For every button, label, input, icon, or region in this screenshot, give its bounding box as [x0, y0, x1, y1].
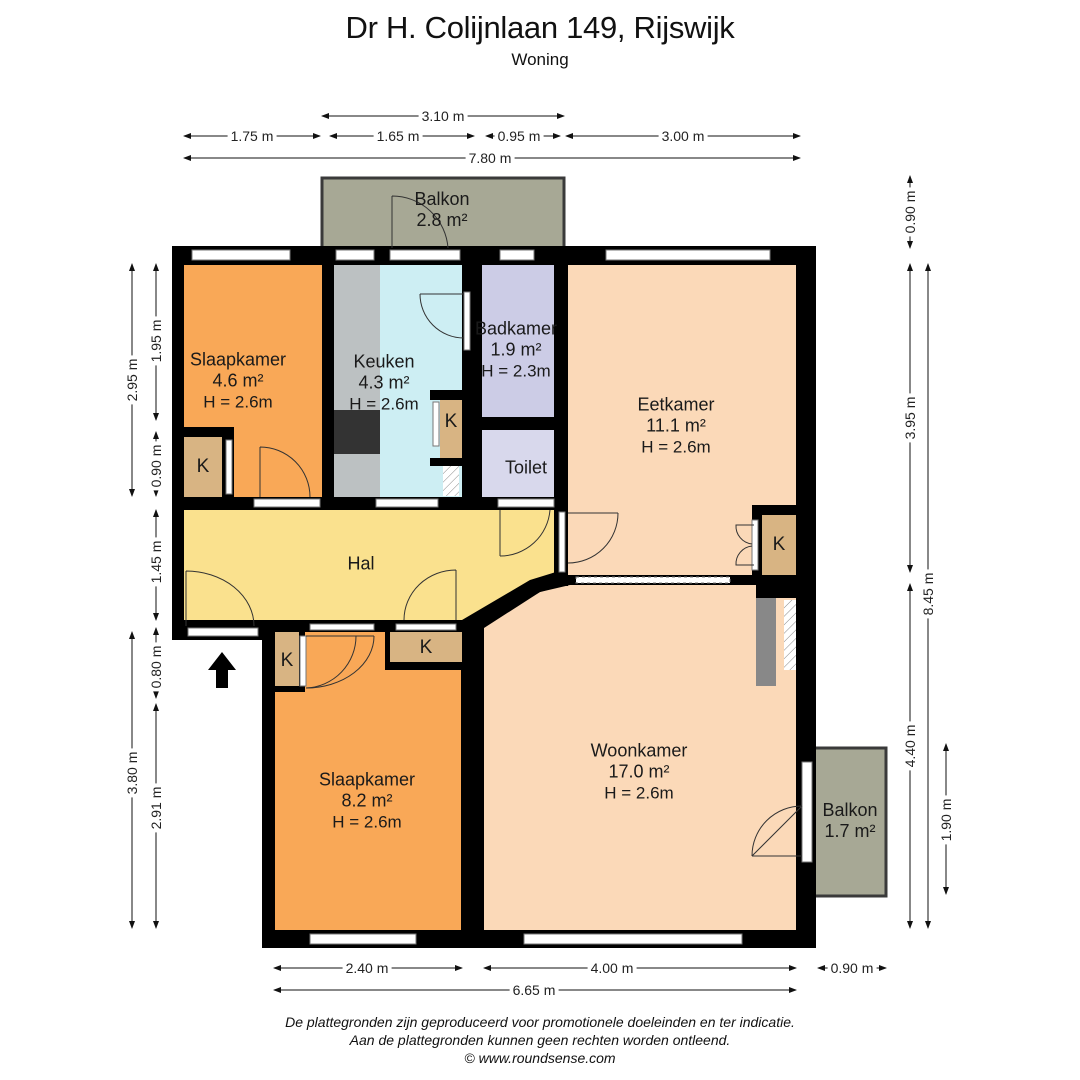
dimension-label: 2.40 m [342, 960, 392, 976]
closet-k1 [184, 437, 222, 497]
room-label-eetkamer: Eetkamer 11.1 m² H = 2.6m [637, 395, 714, 458]
room-area: 8.2 m² [341, 790, 393, 811]
room-hal [184, 510, 556, 620]
room-name: Hal [347, 553, 375, 574]
room-height: H = 2.6m [332, 812, 402, 832]
dimension-label: 0.80 m [148, 642, 164, 692]
dimension-label: 8.45 m [920, 569, 936, 619]
closet-label: K [419, 637, 433, 658]
room-label-balkon-top: Balkon 2.8 m² [414, 189, 469, 231]
room-label-badkamer: Badkamer 1.9 m² H = 2.3m [475, 319, 557, 382]
room-label-hal: Hal [347, 554, 374, 575]
entrance-arrow-icon [208, 652, 236, 688]
dimension-label: 4.00 m [587, 960, 637, 976]
dimension-label: 1.45 m [148, 537, 164, 587]
room-area: 4.3 m² [358, 372, 410, 393]
room-area: 4.6 m² [212, 370, 264, 391]
closet-k4 [275, 632, 299, 692]
disclaimer-line-2: Aan de plattegronden kunnen geen rechten… [349, 1032, 731, 1048]
room-height: H = 2.6m [203, 392, 273, 412]
disclaimer-line-1: De plattegronden zijn geproduceerd voor … [285, 1014, 795, 1030]
dimension-label: 0.90 m [148, 441, 164, 491]
room-area: 2.8 m² [416, 210, 468, 230]
room-label-woonkamer: Woonkamer 17.0 m² H = 2.6m [591, 741, 688, 804]
dimension-label: 1.90 m [938, 795, 954, 845]
room-height: H = 2.6m [641, 437, 711, 457]
room-name: Toilet [504, 457, 548, 478]
dimension-label: 2.95 m [124, 355, 140, 405]
closet-k3 [762, 515, 796, 575]
copyright-link[interactable]: © www.roundsense.com [464, 1050, 616, 1066]
page-subtitle: Woning [511, 50, 569, 69]
dimension-label: 3.00 m [658, 128, 708, 144]
room-height: H = 2.6m [604, 783, 674, 803]
room-name: Balkon [414, 189, 470, 209]
room-height: H = 2.6m [349, 394, 419, 414]
room-toilet [482, 430, 554, 500]
dimension-label: 2.91 m [148, 783, 164, 833]
room-label-slaapkamer-1: Slaapkamer 4.6 m² H = 2.6m [190, 350, 286, 413]
room-area: 1.9 m² [490, 339, 542, 360]
dimension-label: 3.95 m [902, 393, 918, 443]
room-label-slaapkamer-2: Slaapkamer 8.2 m² H = 2.6m [319, 770, 415, 833]
room-label-toilet: Toilet [505, 458, 547, 479]
closet-label: K [196, 456, 210, 477]
page-title: Dr H. Colijnlaan 149, Rijswijk [345, 10, 735, 45]
dimension-label: 0.95 m [494, 128, 544, 144]
room-name: Slaapkamer [189, 349, 287, 370]
room-name: Keuken [353, 351, 415, 372]
room-label-keuken: Keuken 4.3 m² H = 2.6m [349, 352, 418, 415]
door-balkon [391, 195, 449, 249]
dimension-label: 1.95 m [148, 316, 164, 366]
room-name: Balkon [822, 800, 878, 820]
dimension-label: 3.10 m [418, 108, 468, 124]
room-area: 11.1 m² [646, 415, 706, 436]
balcony-side [812, 746, 888, 898]
room-name: Slaapkamer [318, 769, 416, 790]
dimension-label: 4.40 m [902, 721, 918, 771]
dimension-label: 0.90 m [827, 960, 877, 976]
closet-label: K [280, 650, 294, 671]
dimension-label: 0.90 m [902, 187, 918, 237]
dimension-label: 1.75 m [227, 128, 277, 144]
room-badkamer [482, 265, 554, 417]
balcony-top [320, 176, 566, 250]
closet-label: K [444, 411, 458, 432]
dimension-label: 6.65 m [509, 982, 559, 998]
closet-k2 [440, 400, 462, 458]
room-name: Badkamer [474, 318, 558, 339]
room-area: 17.0 m² [608, 761, 670, 782]
room-name: Eetkamer [637, 394, 715, 415]
dimension-label: 3.80 m [124, 748, 140, 798]
closet-k5 [390, 632, 462, 662]
room-name: Woonkamer [590, 740, 688, 761]
room-height: H = 2.3m [481, 361, 551, 381]
room-label-balkon-side: Balkon 1.7 m² [822, 800, 877, 842]
room-woonkamer [484, 585, 796, 930]
dimension-label: 7.80 m [465, 150, 515, 166]
closet-label: K [772, 534, 786, 555]
dimension-label: 1.65 m [373, 128, 423, 144]
room-area: 1.7 m² [824, 821, 876, 841]
